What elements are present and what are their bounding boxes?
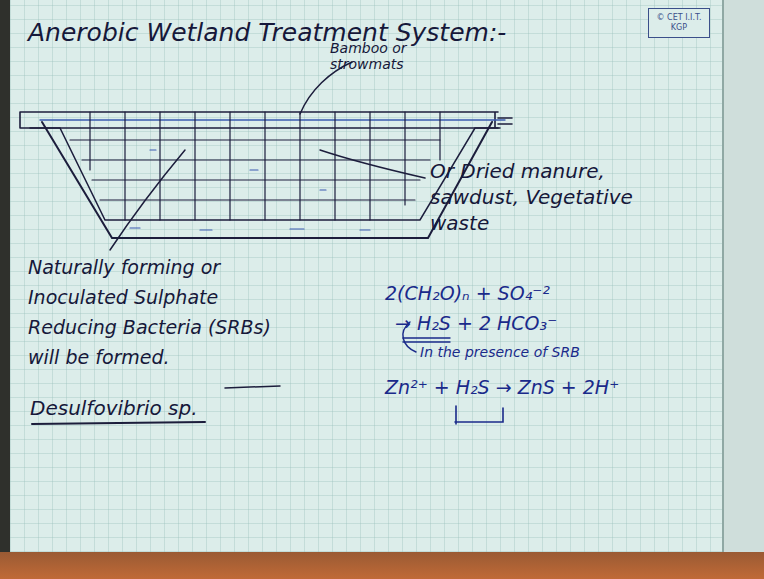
species-name: Desulfovibrio sp. bbox=[30, 396, 290, 420]
double-underline bbox=[403, 338, 450, 342]
fill-label: Or Dried manure, sawdust, Vegetative was… bbox=[430, 158, 635, 236]
precipitate-mark bbox=[455, 406, 503, 424]
leader-line bbox=[110, 150, 185, 250]
equation: → H₂S + 2 HCO₃⁻ bbox=[395, 312, 695, 334]
equation: Zn²⁺ + H₂S → ZnS + 2H⁺ bbox=[385, 376, 705, 398]
mat-rim bbox=[20, 112, 512, 128]
stamp-box: © CET I.I.T. KGP bbox=[648, 8, 710, 38]
condition-note: In the presence of SRB bbox=[420, 344, 700, 360]
next-page bbox=[722, 0, 764, 552]
bacteria-note: Naturally forming or Inoculated Sulphate… bbox=[28, 252, 288, 372]
stamp-text: © CET I.I.T. KGP bbox=[653, 13, 705, 33]
water-line bbox=[40, 119, 505, 120]
leader-line bbox=[320, 150, 425, 178]
underline bbox=[32, 422, 205, 424]
dash-mark bbox=[225, 386, 280, 388]
title: Anerobic Wetland Treatment System:- bbox=[28, 18, 506, 47]
table-edge bbox=[0, 552, 764, 579]
mat-label: Bamboo or strowmats bbox=[330, 40, 480, 72]
water-dashes bbox=[130, 150, 370, 230]
equation: 2(CH₂O)ₙ + SO₄⁻² bbox=[385, 282, 705, 304]
